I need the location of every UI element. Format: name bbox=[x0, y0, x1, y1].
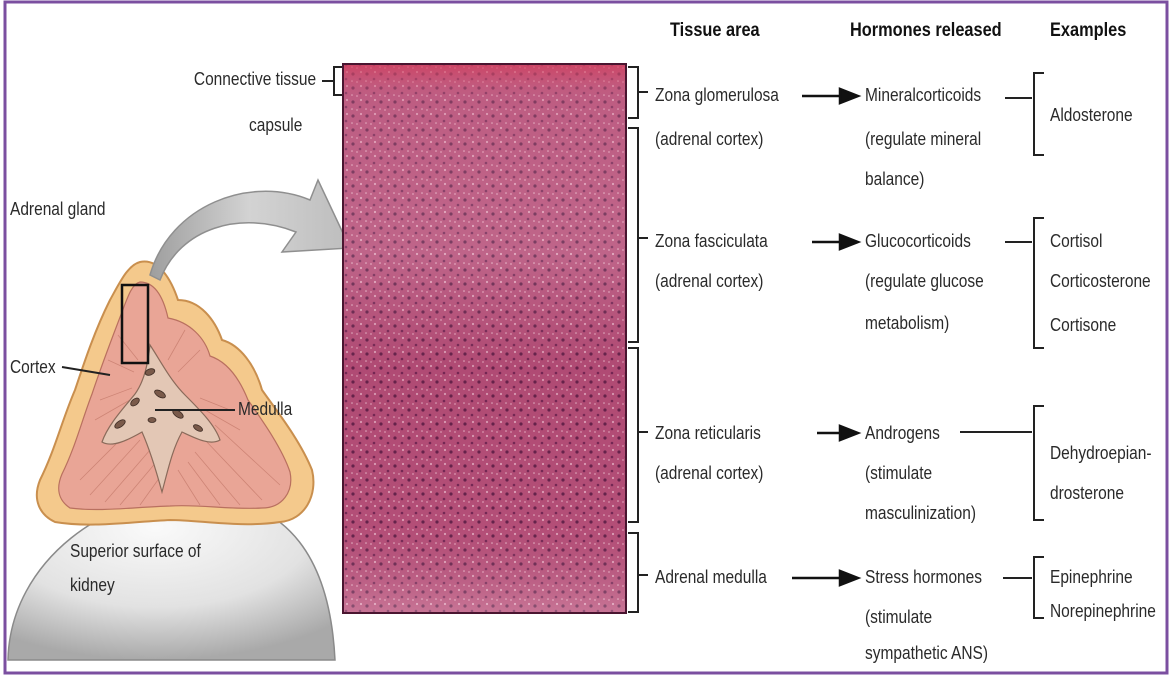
example-item: Corticosterone bbox=[1050, 268, 1151, 295]
hormone-effect: (stimulate bbox=[865, 460, 932, 487]
label-kidney-line2: kidney bbox=[70, 572, 115, 599]
hormone-effect: metabolism) bbox=[865, 310, 949, 337]
hormone-effect: (stimulate bbox=[865, 604, 932, 631]
example-item: Epinephrine bbox=[1050, 564, 1133, 591]
zone-name: Zona glomerulosa bbox=[655, 82, 779, 109]
bracket-reticularis bbox=[628, 348, 638, 522]
hormone-name: Mineralcorticoids bbox=[865, 82, 981, 109]
zoom-arrow-icon bbox=[150, 180, 350, 280]
hormone-effect: balance) bbox=[865, 166, 924, 193]
zone-location: (adrenal cortex) bbox=[655, 126, 763, 153]
example-item: Aldosterone bbox=[1050, 102, 1133, 129]
capsule-bracket bbox=[322, 67, 342, 95]
header-hormones-released: Hormones released bbox=[850, 20, 1002, 42]
hormone-effect: (regulate mineral bbox=[865, 126, 981, 153]
label-kidney-line1: Superior surface of bbox=[70, 538, 201, 565]
label-adrenal-gland: Adrenal gland bbox=[10, 196, 106, 223]
hormone-effect: masculinization) bbox=[865, 500, 976, 527]
hormone-name: Stress hormones bbox=[865, 564, 982, 591]
zone-location: (adrenal cortex) bbox=[655, 268, 763, 295]
example-brackets bbox=[960, 73, 1044, 618]
zone-name: Zona reticularis bbox=[655, 420, 761, 447]
hormone-name: Glucocorticoids bbox=[865, 228, 971, 255]
label-capsule: capsule bbox=[249, 112, 302, 139]
hormone-name: Androgens bbox=[865, 420, 940, 447]
label-medulla: Medulla bbox=[238, 396, 292, 423]
example-item: Cortisol bbox=[1050, 228, 1102, 255]
bracket-medulla bbox=[628, 533, 638, 612]
zone-name: Adrenal medulla bbox=[655, 564, 767, 591]
bracket-fasciculata bbox=[628, 128, 638, 342]
arrows-zone-to-hormone bbox=[792, 89, 858, 585]
header-tissue-area: Tissue area bbox=[670, 20, 760, 42]
example-item: drosterone bbox=[1050, 480, 1124, 507]
bracket-glomerulosa bbox=[628, 67, 638, 118]
example-item: Cortisone bbox=[1050, 312, 1116, 339]
example-item: Dehydroepian- bbox=[1050, 440, 1152, 467]
example-item: Norepinephrine bbox=[1050, 598, 1156, 625]
zone-brackets bbox=[628, 67, 648, 612]
header-examples: Examples bbox=[1050, 20, 1126, 42]
hormone-effect: (regulate glucose bbox=[865, 268, 984, 295]
zone-location: (adrenal cortex) bbox=[655, 460, 763, 487]
zone-name: Zona fasciculata bbox=[655, 228, 768, 255]
label-cortex: Cortex bbox=[10, 354, 56, 381]
tissue-shading bbox=[343, 64, 626, 613]
label-connective-tissue: Connective tissue bbox=[194, 66, 316, 93]
hormone-effect: sympathetic ANS) bbox=[865, 640, 988, 667]
